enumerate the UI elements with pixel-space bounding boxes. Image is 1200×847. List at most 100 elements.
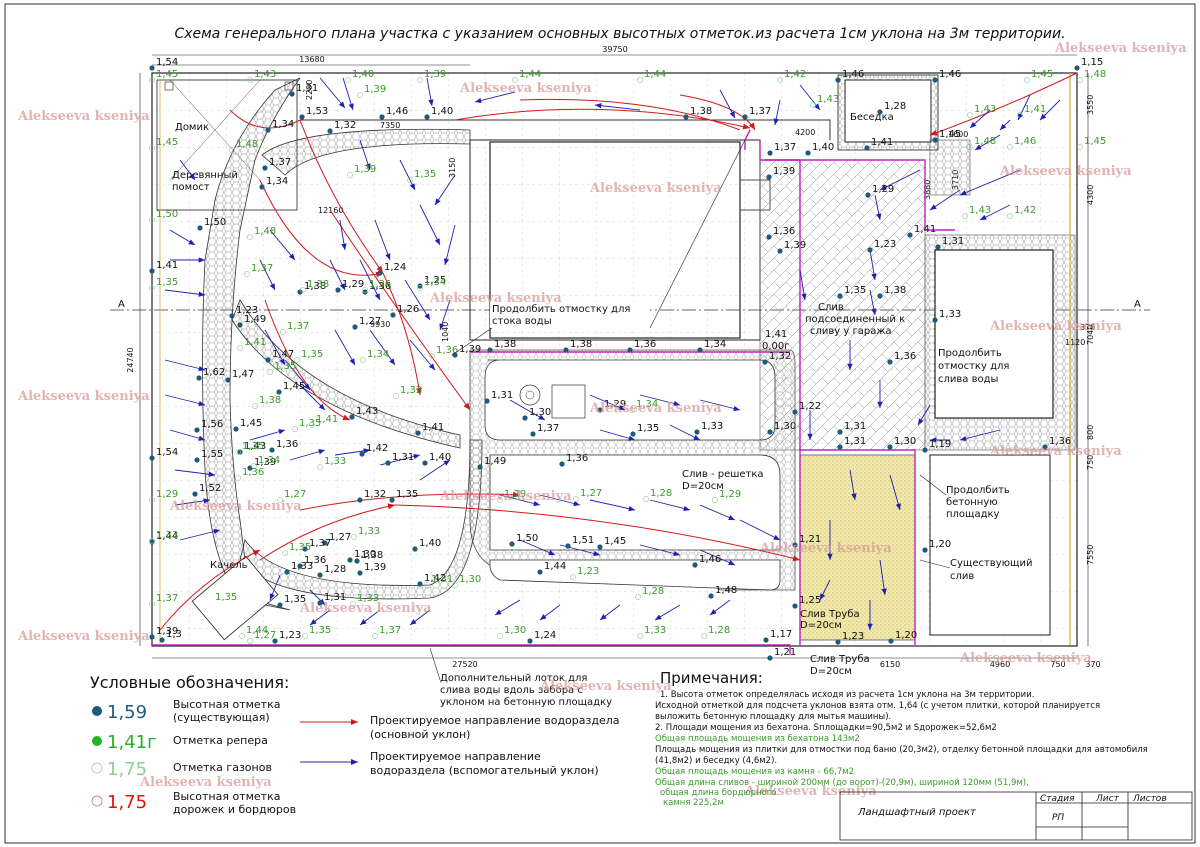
legend-reper-mark xyxy=(92,736,102,746)
deck-label-1: Деревянный xyxy=(172,170,238,181)
height-mark-value: 1,41 xyxy=(156,260,178,271)
svg-text:Alekseeva kseniya: Alekseeva kseniya xyxy=(744,784,877,799)
svg-text:Alekseeva kseniya: Alekseeva kseniya xyxy=(989,444,1122,459)
height-mark-dot xyxy=(712,497,718,503)
height-mark-value: 1,33 xyxy=(156,530,178,541)
aux-slope-arrow xyxy=(409,339,436,371)
note-lotok-2: слива воды вдоль забора с xyxy=(440,685,583,696)
height-mark-dot xyxy=(477,464,483,470)
height-mark-value: 1,39 xyxy=(364,562,386,573)
height-mark-value: 1,37 xyxy=(156,593,178,604)
height-mark-value: 1,39 xyxy=(364,84,386,95)
height-mark-value: 1,48 xyxy=(254,226,276,237)
height-mark-value: 1,31 xyxy=(296,83,318,94)
aux-slope-arrow xyxy=(419,459,451,481)
aux-slope-arrow xyxy=(719,89,736,119)
height-mark-dot xyxy=(233,426,239,432)
height-mark-dot xyxy=(327,128,333,134)
legend-reper-text: Отметка репера xyxy=(173,734,268,747)
svg-text:Alekseeva kseniya: Alekseeva kseniya xyxy=(589,181,722,196)
height-mark-dot xyxy=(864,145,870,151)
height-mark-value: 1,33 xyxy=(644,625,666,636)
height-mark-value: 1,39 xyxy=(459,344,481,355)
height-mark-value: 1,29 xyxy=(504,489,526,500)
height-mark-value: 1,36 xyxy=(276,439,298,450)
height-mark-dot xyxy=(317,572,323,578)
height-mark-value: 1,43 xyxy=(817,94,839,105)
height-mark-value: 1,31 xyxy=(491,390,513,401)
height-mark-dot xyxy=(767,150,773,156)
height-mark-dot xyxy=(292,426,298,432)
aux-slope-arrow xyxy=(1039,99,1061,121)
dimension-lines xyxy=(139,54,1089,659)
dim-pav-w2: 4200 xyxy=(795,128,815,137)
svg-text:Alekseeva kseniya: Alekseeva kseniya xyxy=(169,499,302,514)
note-truba-4: D=20см xyxy=(810,666,852,677)
aux-slope-arrow xyxy=(499,494,541,507)
aux-slope-arrow xyxy=(359,259,381,301)
height-mark-value: 1,54 xyxy=(156,447,178,458)
note-otm2-3: слива воды xyxy=(938,374,998,385)
height-mark-value: 1,44 xyxy=(644,69,666,80)
dim-bottom-r2: 750 xyxy=(1050,660,1065,669)
reper-value: 1,41 xyxy=(765,329,787,340)
height-mark-dot xyxy=(194,427,200,433)
sheet-frame xyxy=(4,3,1196,844)
height-mark-dot xyxy=(877,109,883,115)
height-mark-value: 1,21 xyxy=(799,534,821,545)
aux-slope-arrow xyxy=(264,329,286,366)
height-mark-dot xyxy=(265,127,271,133)
height-mark-value: 1,31 xyxy=(431,574,453,585)
height-mark-dot xyxy=(351,534,357,540)
height-mark-dot xyxy=(766,174,772,180)
height-mark-dot xyxy=(280,329,286,335)
height-mark-value: 1,27 xyxy=(254,630,276,641)
aux-slope-arrow xyxy=(284,359,311,391)
aux-slope-arrow xyxy=(179,528,221,541)
height-mark-dot xyxy=(390,312,396,318)
height-mark-value: 1,35 xyxy=(242,441,264,452)
height-mark-dot xyxy=(692,562,698,568)
height-mark-dot xyxy=(237,345,243,351)
height-mark-value: 1,36 xyxy=(566,453,588,464)
height-mark-value: 1,49 xyxy=(484,456,506,467)
height-mark-value: 1,36 xyxy=(436,345,458,356)
stamp-stage-header: Стадия xyxy=(1040,794,1075,804)
dim-2200: 2200 xyxy=(305,80,314,100)
aux-slope-arrow xyxy=(917,404,931,426)
height-mark-value: 1,48 xyxy=(236,139,258,150)
height-mark-dot xyxy=(565,543,571,549)
height-mark-dot xyxy=(196,375,202,381)
height-mark-value: 1,41 xyxy=(244,337,266,348)
aux-slope-arrow xyxy=(164,289,206,297)
dim-800: 800 xyxy=(1086,425,1095,440)
height-mark-value: 1,51 xyxy=(572,535,594,546)
height-mark-dot xyxy=(262,165,268,171)
height-mark-dot xyxy=(422,460,428,466)
height-mark-value: 1,42 xyxy=(1014,205,1036,216)
height-mark-value: 1,34 xyxy=(424,277,446,288)
reper-zero: 0,00г xyxy=(762,341,790,352)
height-mark-value: 1,36 xyxy=(773,226,795,237)
aux-slope-arrow xyxy=(709,599,731,616)
dim-house-w: 7350 xyxy=(380,121,400,130)
height-mark-dot xyxy=(360,357,366,363)
height-mark-dot xyxy=(149,497,155,503)
aux-slope-arrow xyxy=(649,499,691,512)
height-mark-dot xyxy=(247,77,253,83)
height-mark-dot xyxy=(887,444,893,450)
aux-slope-arrow xyxy=(374,219,391,261)
aux-slope-arrow xyxy=(974,134,1001,151)
height-mark-dot xyxy=(767,655,773,661)
height-mark-dot xyxy=(777,77,783,83)
aux-slope-arrow xyxy=(773,99,781,126)
aux-slope-arrow xyxy=(594,103,641,111)
height-mark-value: 1,43 xyxy=(974,104,996,115)
height-mark-value: 1,42 xyxy=(784,69,806,80)
height-mark-value: 1,50 xyxy=(204,217,226,228)
legend-aux-text-1: Проектируемое направление xyxy=(370,750,541,763)
height-mark-dot xyxy=(149,217,155,223)
aux-slope-arrow xyxy=(969,109,991,129)
svg-text:Alekseeva kseniya: Alekseeva kseniya xyxy=(17,629,150,644)
